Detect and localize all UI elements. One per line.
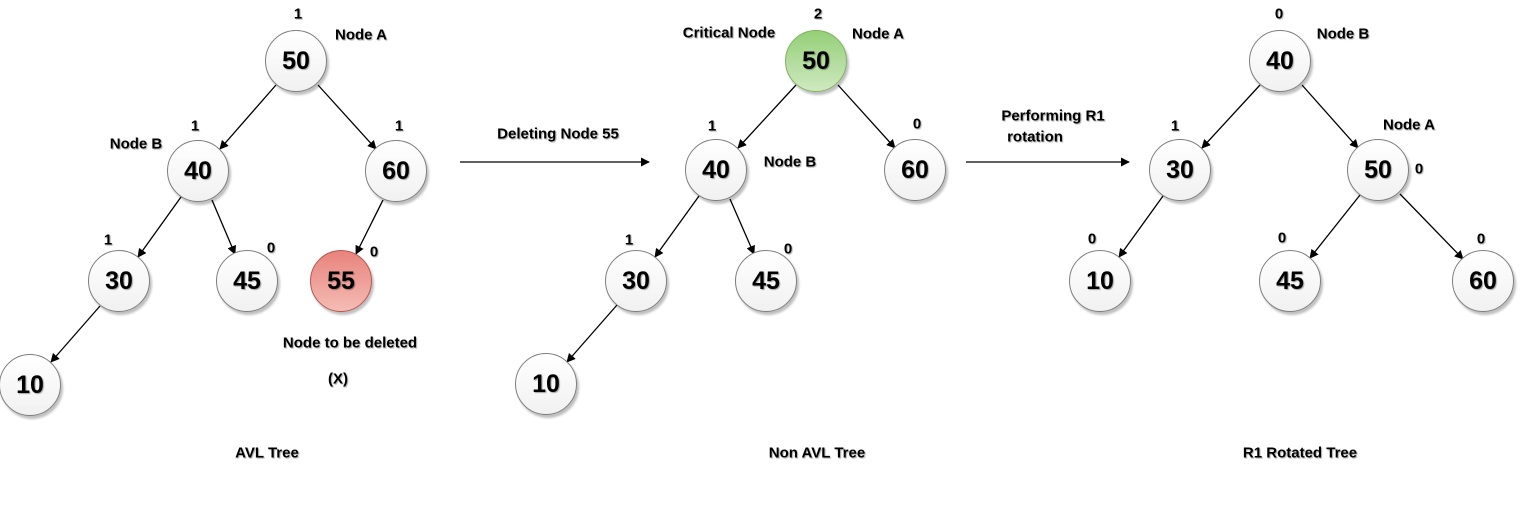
balance-factor-label: 1 (394, 117, 404, 135)
balance-factor-label: 0 (912, 115, 922, 133)
avl-node-60: 60 (365, 140, 427, 202)
node-value: 45 (1276, 266, 1304, 295)
node-value: 60 (382, 156, 410, 185)
node-b-label: Node B (1316, 25, 1370, 43)
node-value: 45 (752, 266, 780, 295)
delete-transition-label: Deleting Node 55 (497, 125, 619, 143)
deleted-node-note-line2: (X) (328, 370, 348, 388)
node-a-label: Node A (852, 25, 904, 43)
node-value: 10 (532, 369, 560, 398)
avl-node-30: 30 (88, 250, 150, 312)
deleted-node-note-line1: Node to be deleted (282, 334, 418, 352)
balance-factor-label: 1 (707, 117, 717, 135)
rotated-edge-50-45 (1309, 194, 1361, 259)
avl-node-40: 40 (167, 140, 229, 202)
balance-factor-label: 0 (783, 240, 793, 258)
nonavl-edge-30-10 (566, 304, 618, 363)
avl-edge-30-10 (50, 305, 101, 363)
node-value: 60 (1469, 266, 1497, 295)
balance-factor-label: 1 (190, 117, 200, 135)
node-a-label: Node A (335, 26, 387, 44)
balance-factor-label: 1 (1170, 117, 1180, 135)
node-value: 55 (327, 266, 355, 295)
nonavl-edge-40-30 (654, 195, 700, 258)
nonavl-node-10: 10 (515, 353, 577, 415)
nonavl-node-60: 60 (884, 139, 946, 201)
balance-factor-label: 0 (369, 243, 379, 261)
balance-factor-label: 0 (1476, 230, 1486, 248)
rotate-transition-label-line2: rotation (1007, 128, 1063, 146)
rotated-node-60: 60 (1452, 250, 1514, 312)
rotated-node-10: 10 (1069, 250, 1131, 312)
avl-edge-40-30 (137, 196, 182, 258)
balance-factor-label: 2 (813, 5, 823, 23)
balance-factor-label: 0 (1087, 230, 1097, 248)
rotated-node-40: 40 (1249, 30, 1311, 92)
balance-factor-label: 0 (266, 239, 276, 257)
nonavl-node-40: 40 (685, 139, 747, 201)
node-a-label: Node A (1383, 116, 1435, 134)
avl-node-45: 45 (216, 250, 278, 312)
nonavl-node-50-critical: 50 (785, 30, 847, 92)
nonavl-node-45: 45 (735, 250, 797, 312)
balance-factor-label: 0 (1274, 5, 1284, 23)
rotated-node-30: 30 (1149, 139, 1211, 201)
node-value: 45 (233, 266, 261, 295)
avl-edge-40-45 (211, 199, 236, 255)
node-b-label: Node B (109, 135, 163, 153)
rotated-edge-40-30 (1201, 84, 1261, 149)
rotated-edge-40-50 (1301, 84, 1359, 149)
rotated-edge-30-10 (1118, 195, 1164, 258)
avl-edge-50-40 (219, 84, 277, 150)
avl-edge-50-60 (317, 84, 377, 150)
node-value: 10 (16, 370, 44, 399)
balance-factor-label: 0 (1277, 229, 1287, 247)
node-value: 50 (802, 46, 830, 75)
balance-factor-label: 1 (293, 5, 303, 23)
rotated-edge-50-60 (1399, 193, 1464, 260)
node-value: 30 (1166, 155, 1194, 184)
node-value: 10 (1086, 266, 1114, 295)
node-value: 50 (1364, 155, 1392, 184)
avl-tree-caption: AVL Tree (235, 444, 299, 462)
node-value: 50 (282, 46, 310, 75)
node-value: 40 (702, 155, 730, 184)
rotate-transition-label-line1: Performing R1 (1001, 107, 1105, 125)
node-b-label: Node B (763, 153, 817, 171)
nonavl-edge-50-40 (737, 84, 797, 149)
node-value: 40 (1266, 46, 1294, 75)
balance-factor-label: 1 (624, 231, 634, 249)
node-value: 30 (622, 266, 650, 295)
critical-node-label: Critical Node (682, 24, 776, 42)
balance-factor-label: 1 (103, 231, 113, 249)
rotated-node-50: 50 (1347, 139, 1409, 201)
rotated-node-45: 45 (1259, 250, 1321, 312)
rotated-tree-caption: R1 Rotated Tree (1242, 444, 1358, 462)
nonavl-edge-40-45 (729, 198, 755, 255)
avl-node-50: 50 (265, 30, 327, 92)
avl-node-10: 10 (0, 354, 61, 416)
node-value: 30 (105, 266, 133, 295)
nonavl-edge-50-60 (837, 84, 896, 149)
node-value: 60 (901, 155, 929, 184)
node-value: 40 (184, 156, 212, 185)
non-avl-tree-caption: Non AVL Tree (768, 444, 866, 462)
nonavl-node-30: 30 (605, 250, 667, 312)
balance-factor-label: 0 (1414, 160, 1424, 178)
avl-node-55-to-delete: 55 (310, 250, 372, 312)
